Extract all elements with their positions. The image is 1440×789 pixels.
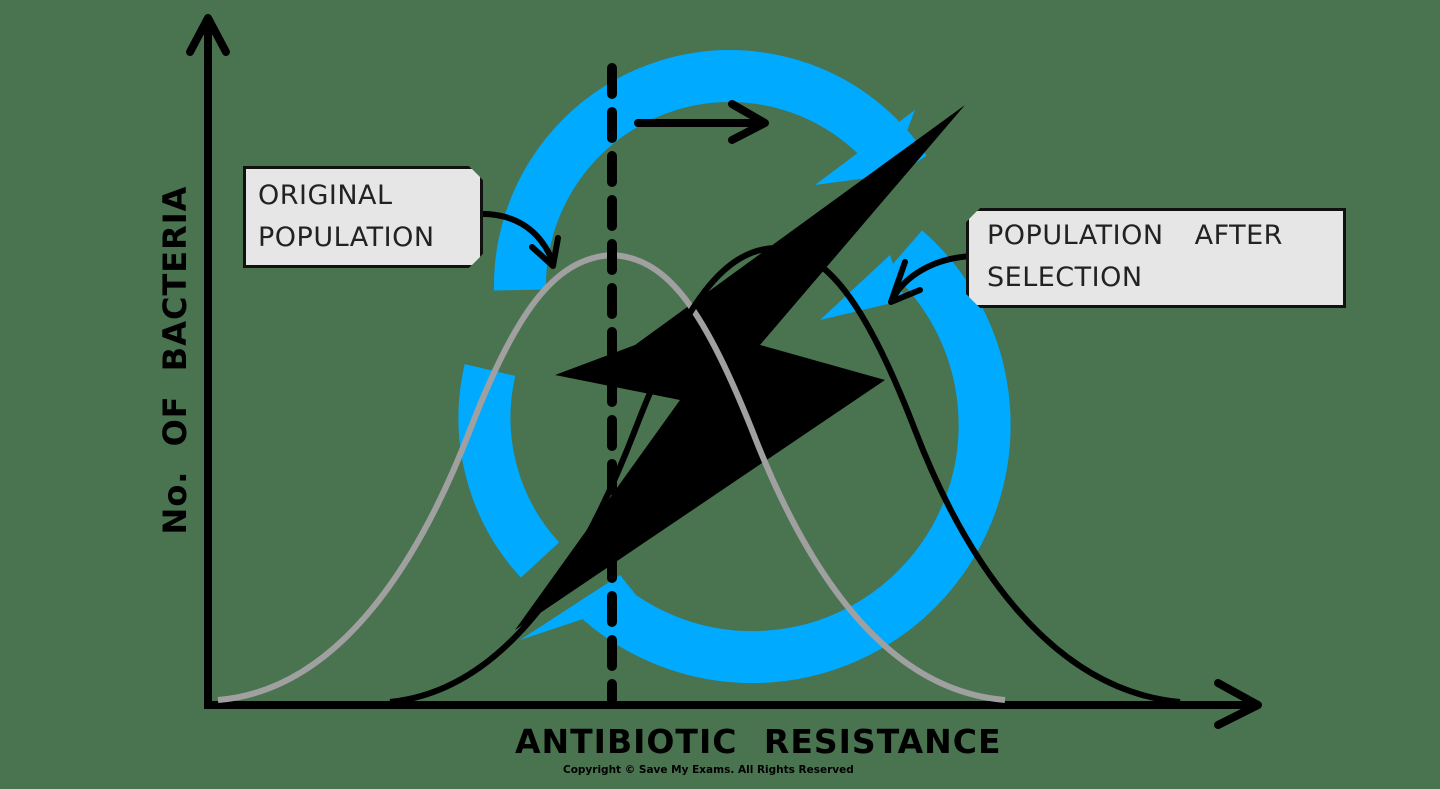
callout-original-line1: ORIGINAL — [258, 180, 393, 211]
x-axis — [204, 679, 1262, 729]
original-population-callout: ORIGINAL POPULATION — [243, 166, 483, 268]
callout-after-line2: SELECTION — [987, 262, 1143, 293]
watermark-ring-icon — [458, 50, 1011, 684]
callout-original-line2: POPULATION — [258, 222, 435, 253]
copyright-notice: Copyright © Save My Exams. All Rights Re… — [563, 764, 854, 776]
shift-right-arrow-icon — [634, 100, 769, 144]
callout-after-line1: POPULATION AFTER — [987, 220, 1283, 251]
y-axis-label: No. OF BACTERIA — [156, 185, 194, 535]
x-axis-label: ANTIBIOTIC RESISTANCE — [515, 722, 1002, 761]
population-after-selection-callout: POPULATION AFTER SELECTION — [966, 208, 1346, 308]
lightning-bolt-icon — [515, 105, 965, 630]
y-axis — [186, 14, 230, 708]
after-selection-curve — [389, 244, 1181, 705]
